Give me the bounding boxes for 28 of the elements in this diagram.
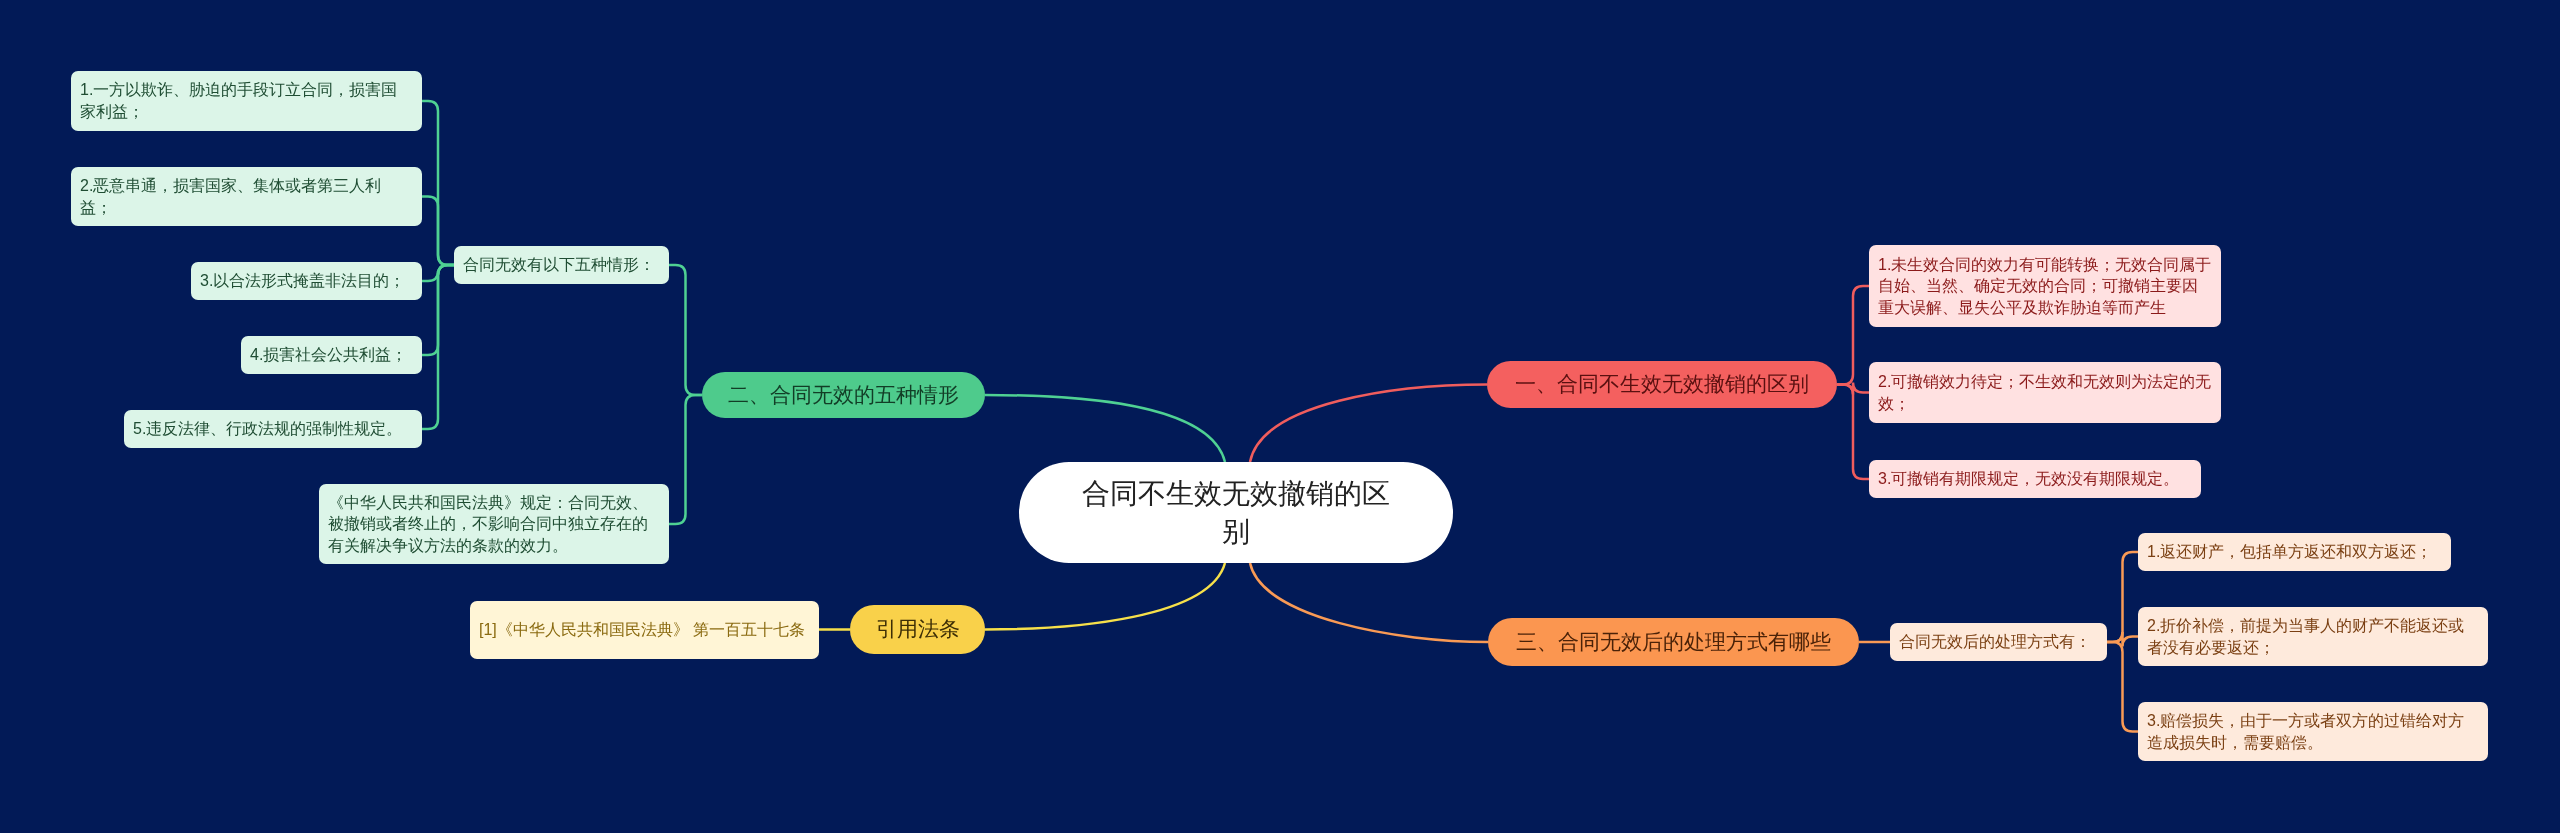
connector-line	[1248, 383, 1488, 463]
subtopic-box: 1.未生效合同的效力有可能转换；无效合同属于自始、当然、确定无效的合同；可撤销主要因重大误解、显失公平及欺诈胁迫等而产生	[1869, 245, 2221, 327]
connector-line	[1859, 640, 1890, 644]
subtopic-box: 4.损害社会公共利益；	[241, 336, 422, 374]
subtopic-box: 3.赔偿损失，由于一方或者双方的过错给对方造成损失时，需要赔偿。	[2138, 702, 2488, 761]
subtopic-box: 合同无效后的处理方式有：	[1890, 623, 2107, 661]
connector-line	[985, 393, 1227, 463]
central-topic: 合同不生效无效撤销的区别	[1019, 462, 1453, 563]
subtopic-box: 2.折价补偿，前提为当事人的财产不能返还或者没有必要返还；	[2138, 607, 2488, 666]
subtopic-box: 2.恶意串通，损害国家、集体或者第三人利益；	[71, 167, 422, 226]
subtopic-box: 1.返还财产，包括单方返还和双方返还；	[2138, 533, 2451, 571]
connector-line	[1837, 383, 1869, 481]
branch-topic: 二、合同无效的五种情形	[702, 372, 985, 418]
subtopic-box: 3.以合法形式掩盖非法目的；	[191, 262, 422, 300]
connector-line	[985, 562, 1227, 631]
connector-line	[819, 628, 850, 631]
subtopic-box: 1.一方以欺诈、胁迫的手段订立合同，损害国家利益；	[71, 71, 422, 131]
subtopic-box: 3.可撤销有期限规定，无效没有期限规定。	[1869, 460, 2201, 498]
subtopic-box: 2.可撤销效力待定；不生效和无效则为法定的无效；	[1869, 362, 2221, 423]
subtopic-box: [1]《中华人民共和国民法典》 第一百五十七条	[470, 601, 819, 659]
branch-topic: 三、合同无效后的处理方式有哪些	[1488, 618, 1859, 666]
connector-line	[669, 393, 702, 526]
subtopic-box: 5.违反法律、行政法规的强制性规定。	[124, 410, 422, 448]
subtopic-box: 合同无效有以下五种情形：	[454, 246, 669, 284]
connector-line	[1248, 562, 1489, 644]
subtopic-box: 《中华人民共和国民法典》规定：合同无效、被撤销或者终止的，不影响合同中独立存在的有关解决争议方法的条款的效力。	[319, 484, 669, 564]
branch-topic: 引用法条	[850, 605, 985, 654]
branch-topic: 一、合同不生效无效撤销的区别	[1487, 361, 1837, 408]
